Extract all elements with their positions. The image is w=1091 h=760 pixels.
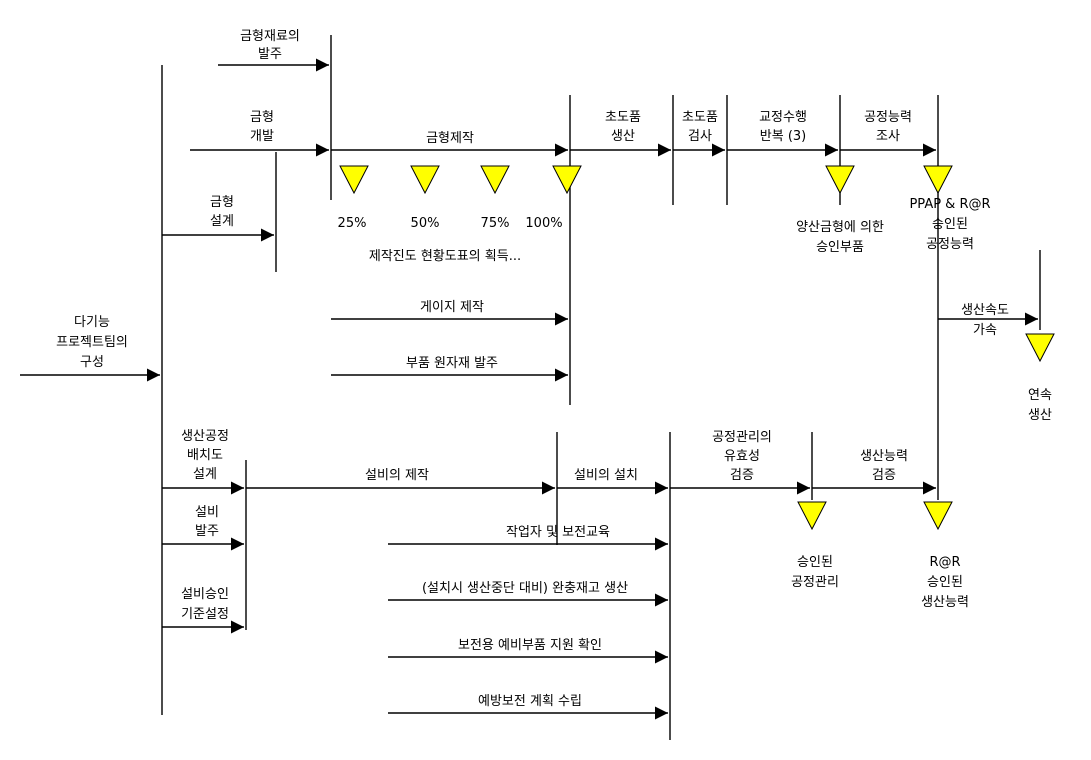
control-validation-label-1: 공정관리의 [712, 430, 772, 445]
mold-development-label-2: 개발 [250, 129, 274, 144]
mold-design-label-1: 금형 [210, 195, 234, 210]
inventory-label: (설치시 생산중단 대비) 완충재고 생산 [422, 581, 628, 596]
parts-order-label: 부품 원자재 발주 [406, 356, 498, 371]
approval-criteria-label-1: 설비승인 [181, 587, 229, 602]
ppap-label-2: 승인된 [932, 217, 968, 232]
rate-accelerate-label-2: 가속 [973, 323, 997, 338]
layout-design-label-1: 생산공정 [181, 429, 229, 444]
mold-design-label-2: 설계 [210, 214, 234, 229]
inspection-label-2: 검사 [688, 129, 712, 144]
milestone-25-icon [339, 165, 369, 195]
milestone-approved-control-icon [797, 501, 827, 531]
equipment-order-label-2: 발주 [195, 524, 219, 539]
team-label-2: 프로젝트팀의 [56, 335, 128, 350]
equipment-make-label: 설비의 제작 [365, 468, 429, 483]
team-label-1: 다기능 [74, 315, 110, 330]
milestone-ppap-icon [923, 165, 953, 195]
control-validation-label-2: 유효성 [724, 449, 760, 464]
layout-design-label-2: 배치도 [187, 448, 223, 463]
milestone-continuous-icon [1025, 333, 1055, 363]
progress-note-label: 제작진도 현황도표의 획득... [369, 249, 521, 264]
mold-fabrication-label: 금형제작 [426, 131, 474, 146]
ppap-label-1: PPAP & R@R [909, 197, 990, 212]
milestone-75-icon [480, 165, 510, 195]
progress-label-75: 75% [481, 216, 510, 231]
mold-development-label-1: 금형 [250, 110, 274, 125]
spare-parts-label: 보전용 예비부품 지원 확인 [458, 638, 602, 653]
sample-production-label-2: 생산 [611, 129, 635, 144]
sample-production-label-1: 초도품 [605, 110, 641, 125]
continuous-label-2: 생산 [1028, 408, 1052, 423]
progress-label-100: 100% [525, 216, 562, 231]
progress-label-25: 25% [338, 216, 367, 231]
calibration-label-2: 반복 (3) [760, 129, 806, 144]
labels: 다기능 프로젝트팀의 구성 금형재료의 발주 금형 개발 금형제작 금형 설계 … [56, 29, 1052, 709]
milestone-50-icon [410, 165, 440, 195]
team-label-3: 구성 [80, 355, 104, 370]
milestone-approved-capacity-icon [923, 501, 953, 531]
inspection-label-1: 초도품 [682, 110, 718, 125]
approval-criteria-label-2: 기준설정 [181, 607, 229, 622]
capability-survey-label-2: 조사 [876, 129, 900, 144]
equipment-order-label-1: 설비 [195, 505, 219, 520]
continuous-label-1: 연속 [1028, 388, 1052, 403]
equipment-install-label: 설비의 설치 [574, 468, 638, 483]
approved-parts-label-1: 양산금형에 의한 [796, 220, 884, 235]
approved-capacity-label-1: R@R [929, 555, 960, 570]
preventive-plan-label: 예방보전 계획 수립 [478, 694, 582, 709]
approved-control-label-2: 공정관리 [791, 575, 839, 590]
capacity-validation-label-1: 생산능력 [860, 449, 908, 464]
material-order-label-2: 발주 [258, 47, 282, 62]
capability-survey-label-1: 공정능력 [864, 110, 912, 125]
milestone-approved-parts-icon [825, 165, 855, 195]
gauge-label: 게이지 제작 [420, 300, 484, 315]
rate-accelerate-label-1: 생산속도 [961, 303, 1009, 318]
approved-capacity-label-2: 승인된 [927, 575, 963, 590]
milestone-100-icon [552, 165, 582, 195]
progress-label-50: 50% [411, 216, 440, 231]
training-label: 작업자 및 보전교육 [506, 525, 610, 540]
flow-arrows [20, 58, 1038, 720]
timeline-bars [161, 35, 1041, 740]
capacity-validation-label-2: 검증 [872, 468, 896, 483]
material-order-label-1: 금형재료의 [240, 29, 300, 44]
calibration-label-1: 교정수행 [759, 109, 807, 125]
layout-design-label-3: 설계 [193, 467, 217, 482]
control-validation-label-3: 검증 [730, 468, 754, 483]
approved-capacity-label-3: 생산능력 [921, 595, 969, 610]
approved-parts-label-2: 승인부품 [816, 240, 864, 255]
approved-control-label-1: 승인된 [797, 555, 833, 570]
milestones [339, 165, 1055, 531]
ppap-label-3: 공정능력 [926, 237, 974, 252]
